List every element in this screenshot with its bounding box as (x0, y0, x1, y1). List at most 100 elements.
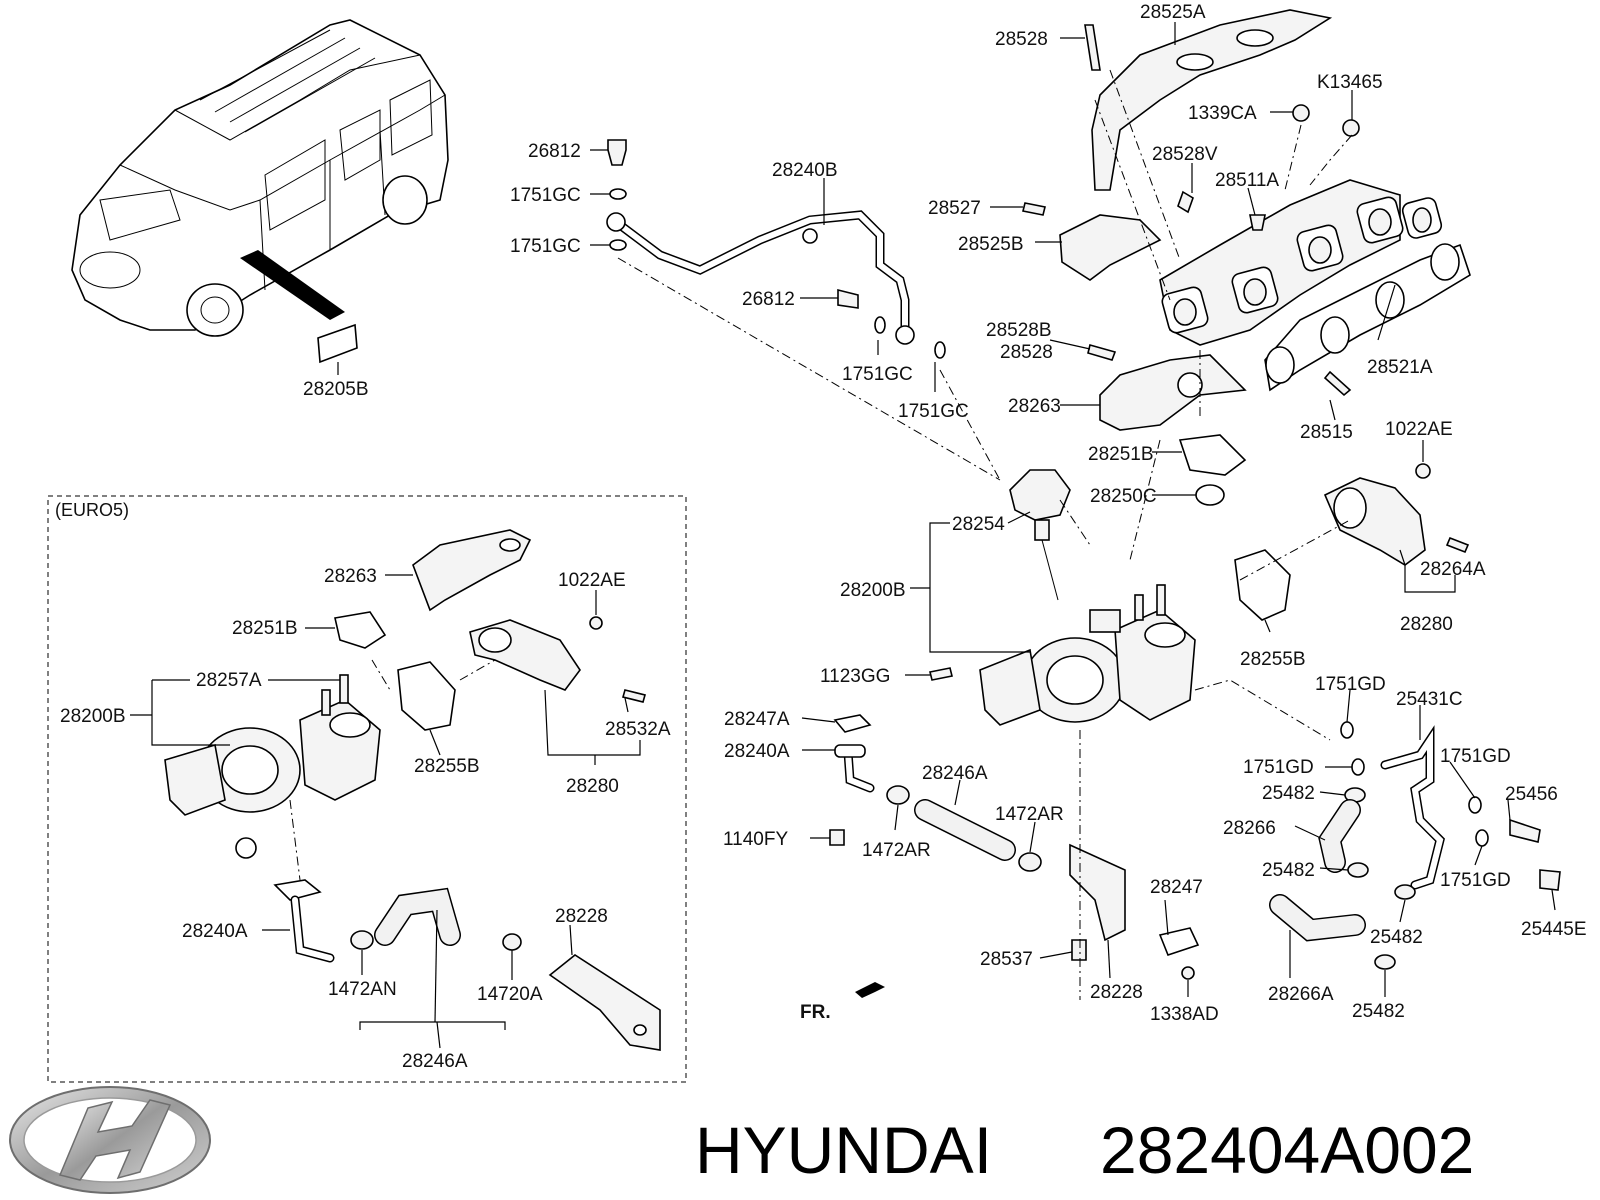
callout-25482-4: 25482 (1352, 1001, 1405, 1022)
callout-28266: 28266 (1223, 818, 1276, 839)
callout-28528B: 28528B (986, 320, 1052, 341)
euro5-inset-title: (EURO5) (55, 500, 129, 520)
callout-25456: 25456 (1505, 784, 1558, 805)
euro5-callout-28532A: 28532A (605, 719, 671, 740)
callout-28528-b: 28528 (1000, 342, 1053, 363)
bolt-28537 (1071, 939, 1087, 961)
bolt-25445E (1539, 869, 1561, 891)
bolt-26812-lower (837, 288, 859, 309)
callout-28511A: 28511A (1215, 170, 1279, 191)
euro5-callout-28263: 28263 (324, 566, 377, 587)
callout-28205B: 28205B (303, 379, 369, 400)
callout-28525A: 28525A (1140, 2, 1206, 23)
euro5-callout-28280: 28280 (566, 776, 619, 797)
oil-return-pipe (834, 744, 875, 793)
callout-25482-3: 25482 (1370, 927, 1423, 948)
hyundai-logo-icon (9, 1086, 211, 1194)
coolant-pipe-25431C (1380, 725, 1445, 890)
callout-1751GD-3: 1751GD (1440, 746, 1511, 767)
oil-feed-pipe (606, 210, 915, 345)
callout-28266A: 28266A (1268, 984, 1334, 1005)
callout-28255B: 28255B (1240, 649, 1306, 670)
callout-28240A: 28240A (724, 741, 790, 762)
euro5-inset-frame (47, 495, 687, 1083)
callout-25482-2: 25482 (1262, 860, 1315, 881)
leader-lines-main (590, 22, 1556, 997)
euro5-callout-28246A: 28246A (402, 1051, 468, 1072)
euro5-callout-28255B: 28255B (414, 756, 480, 777)
assembly-centerlines (617, 69, 1353, 1000)
callouts-main: 28528 28525A K13465 1339CA 26812 28240B … (510, 2, 1587, 1025)
washer-1751GC-2 (609, 239, 627, 251)
callout-1472AR-1: 1472AR (995, 804, 1064, 825)
bolt-28527 (1022, 202, 1046, 216)
front-marker-label: FR. (800, 1002, 831, 1023)
clamp-25482-3 (1394, 884, 1416, 900)
callout-K13465: K13465 (1317, 72, 1383, 93)
clamp-1472AR-1 (886, 785, 910, 805)
nut-1338AD (1181, 966, 1195, 980)
stud-28511A (1249, 214, 1266, 231)
callout-26812-lower: 26812 (742, 289, 795, 310)
euro5-callout-1022AE: 1022AE (558, 570, 626, 591)
callout-26812-upper: 26812 (528, 141, 581, 162)
hose-28246A (914, 799, 1016, 861)
part-number: 282404A002 (1100, 1113, 1474, 1187)
gasket-28251B (1178, 434, 1247, 476)
bracket-28228 (1069, 843, 1126, 942)
callout-1751GD-1: 1751GD (1315, 674, 1386, 695)
callout-1751GC-1: 1751GC (510, 185, 581, 206)
callout-28264A: 28264A (1420, 559, 1486, 580)
callout-1751GC-3: 1751GC (842, 364, 913, 385)
callout-1751GC-4: 1751GC (898, 401, 969, 422)
callout-28228: 28228 (1090, 982, 1143, 1003)
euro5-callouts: 28263 1022AE 28251B 28257A 28200B 28532A… (60, 566, 671, 1072)
callout-1123GG: 1123GG (820, 666, 890, 687)
washer-1751GC-1 (609, 188, 627, 200)
exhaust-manifold (1159, 179, 1443, 346)
bolt-1140FY (829, 829, 845, 846)
stud-28515 (1323, 370, 1352, 397)
bolt-28528B (1087, 344, 1117, 361)
callout-28251B: 28251B (1088, 444, 1154, 465)
callout-28247A: 28247A (724, 709, 790, 730)
manifold-gasket (1264, 243, 1471, 392)
euro5-callout-14720A: 14720A (477, 984, 543, 1005)
van-illustration (71, 19, 449, 364)
callout-28527: 28527 (928, 198, 981, 219)
euro5-callout-28200B: 28200B (60, 706, 126, 727)
washer-1751GC-3 (874, 316, 886, 334)
brand-name: HYUNDAI (695, 1113, 992, 1187)
callout-28250C: 28250C (1090, 486, 1157, 507)
gasket-28250C (1195, 484, 1225, 506)
washer-1751GC-4 (934, 341, 946, 359)
callout-28246A: 28246A (922, 763, 988, 784)
outlet-elbow (1323, 477, 1470, 566)
euro5-callout-28251B: 28251B (232, 618, 298, 639)
callout-28521A: 28521A (1367, 357, 1433, 378)
euro5-callout-28228: 28228 (555, 906, 608, 927)
callout-1339CA: 1339CA (1188, 103, 1257, 124)
callout-28247: 28247 (1150, 877, 1203, 898)
callout-28280: 28280 (1400, 614, 1453, 635)
euro5-leader-lines (130, 574, 641, 1049)
callout-1338AD: 1338AD (1150, 1004, 1219, 1025)
callout-1472AR-2: 1472AR (862, 840, 931, 861)
euro5-callout-28240A: 28240A (182, 921, 248, 942)
clamp-25482-2 (1347, 862, 1369, 878)
clamp-25482-4 (1374, 954, 1396, 970)
nut-K13465 (1342, 119, 1360, 137)
bolt-25456 (1509, 818, 1541, 843)
gasket-28255B (1234, 549, 1291, 621)
callout-1751GD-2: 1751GD (1243, 757, 1314, 778)
callout-1751GC-2: 1751GC (510, 236, 581, 257)
turbocharger-main (979, 469, 1196, 726)
gasket-28247A (833, 714, 872, 733)
callout-28528: 28528 (995, 29, 1048, 50)
callout-25482-1: 25482 (1262, 783, 1315, 804)
hose-28266A (1269, 894, 1366, 942)
clamp-1472AR-2 (1018, 852, 1042, 872)
washer-1751GD-3 (1468, 796, 1482, 814)
washer-1751GD-2 (1351, 758, 1365, 776)
